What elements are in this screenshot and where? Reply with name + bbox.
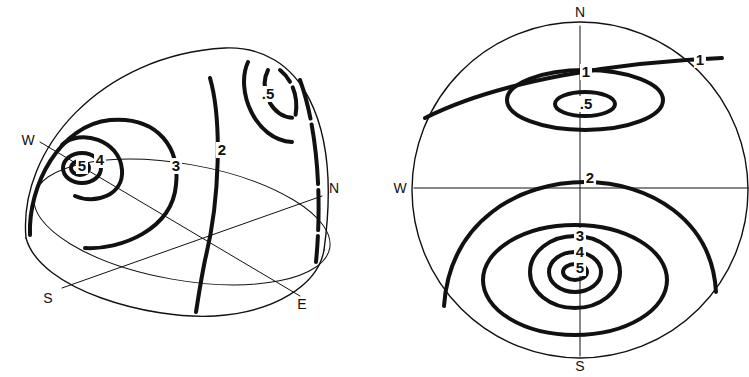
- compass-letter: N: [327, 180, 341, 196]
- contour-line: [483, 225, 667, 335]
- hemisphere-outline: [25, 48, 328, 250]
- contour-value: 4: [94, 152, 106, 168]
- contour-line: [196, 78, 218, 312]
- contour-line: [425, 58, 722, 118]
- hemisphere-base: [26, 238, 324, 316]
- compass-letter: W: [19, 132, 36, 148]
- compass-letter: E: [295, 296, 308, 312]
- equator-ellipse: [24, 139, 340, 305]
- contour-value: 3: [574, 228, 586, 244]
- contour-value: 2: [584, 170, 596, 186]
- contour-value: 4: [574, 244, 586, 260]
- contour-value: .5: [260, 86, 277, 102]
- contour-line: [62, 137, 122, 199]
- contour-value: .5: [578, 96, 595, 112]
- we-axis: [40, 142, 300, 296]
- contour-line: [555, 92, 615, 116]
- compass-letter: W: [391, 180, 408, 196]
- projection-circle: [412, 22, 748, 358]
- compass-letter: S: [573, 358, 586, 374]
- contour-value: 2: [216, 142, 228, 158]
- compass-letter: N: [573, 4, 587, 20]
- sn-axis: [62, 196, 322, 288]
- contour-line: [530, 236, 620, 308]
- contour-line: [30, 120, 177, 248]
- compass-letter: S: [41, 290, 54, 306]
- contour-value: 5: [574, 260, 586, 276]
- we-axis: [414, 188, 749, 189]
- contour-line: [300, 80, 319, 262]
- contour-value: 1: [694, 52, 706, 68]
- contour-value: 5: [76, 158, 88, 174]
- contour-value: 3: [170, 158, 182, 174]
- contour-value: 1: [580, 64, 592, 80]
